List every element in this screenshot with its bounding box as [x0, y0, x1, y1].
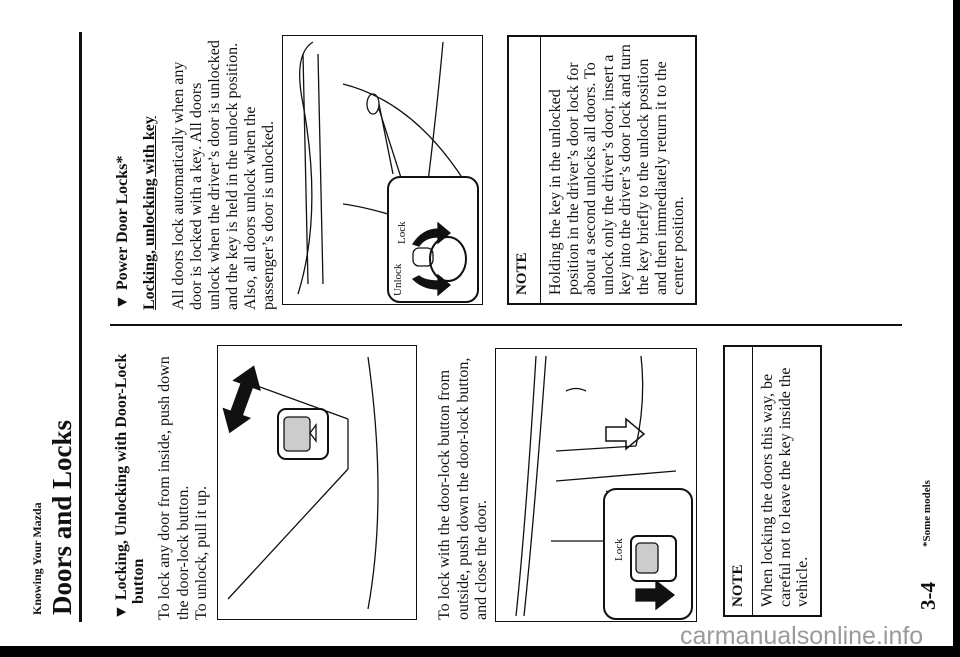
scan-edge-right [953, 0, 960, 657]
unlock-label: Unlock [392, 263, 404, 296]
left-heading: ▼ Locking, Unlocking with Door-Lock butt… [113, 354, 147, 620]
note-box-right: NOTE Holding the key in the unlocked pos… [507, 35, 697, 305]
figure-outside-door-lock: Lock [495, 348, 697, 622]
door-lock-button-icon [277, 408, 329, 460]
note-line: When locking the doors this way, be [759, 373, 776, 607]
page-title: Doors and Locks [47, 419, 77, 615]
note-body: Holding the key in the unlocked position… [541, 37, 694, 303]
body-line: door is locked with a key. All doors [188, 82, 205, 310]
body-line: All doors lock automatically when any [170, 61, 187, 310]
body-line: To lock with the door-lock button from [436, 369, 453, 620]
body-line: and close the door. [473, 500, 490, 620]
section-label: Knowing Your Mazda [30, 502, 44, 615]
body-line: To unlock, pull it up. [193, 486, 210, 620]
heading-line: button [130, 558, 147, 604]
right-heading: ▼ Power Door Locks* [114, 155, 131, 310]
note-line: key into the driver’s door lock and turn [617, 44, 635, 295]
body-line: passenger’s door is unlocked. [260, 121, 277, 310]
up-down-arrow-icon [222, 365, 261, 434]
note-line: and then immediately return it to the [652, 61, 670, 295]
lock-label: Lock [396, 221, 408, 244]
note-line: position in the driver’s door lock for [564, 62, 582, 295]
note-line: unlock only the driver’s door, insert a [599, 54, 617, 295]
figure-inside-door-lock [217, 345, 417, 620]
note-line: Holding the key in the unlocked [547, 89, 564, 295]
page-number: 3-4 [916, 582, 940, 610]
lock-label: Lock [613, 538, 625, 561]
footnote: *Some models [921, 480, 933, 547]
key-icon [412, 236, 467, 282]
left-body-2: To lock with the door-lock button from o… [436, 358, 492, 620]
right-body: All doors lock automatically when any do… [170, 40, 278, 310]
note-line: about a second unlocks all doors. To [582, 62, 600, 295]
body-line: unlock when the driver’s door is unlocke… [206, 40, 223, 310]
push-arrow-icon [605, 417, 646, 451]
note-line: center position. [670, 196, 688, 295]
note-label: NOTE [725, 347, 753, 615]
note-line: vehicle. [794, 556, 812, 607]
note-line: the key briefly to the unlock position [634, 58, 652, 295]
push-down-arrow-icon [635, 579, 676, 611]
body-line: and the key is held in the unlock positi… [224, 42, 241, 310]
body-line: Also, all doors unlock when the [242, 106, 259, 310]
column-divider [110, 324, 902, 326]
note-label: NOTE [509, 37, 541, 303]
figure-key-lock: Lock Unlock [282, 35, 483, 305]
title-rule [79, 32, 82, 622]
heading-line: ▼ Locking, Unlocking with Door-Lock [113, 353, 130, 620]
note-body: When locking the doors this way, be care… [753, 347, 818, 615]
watermark: carmanualsonline.info [680, 622, 924, 650]
left-body: To lock any door from inside, push down … [156, 356, 212, 620]
body-line: the door-lock button. [174, 485, 192, 620]
body-line: outside, push down the door-lock button, [454, 357, 472, 620]
body-line: To lock any door from inside, push down [156, 356, 173, 620]
note-line: careful not to leave the key inside the [776, 367, 794, 607]
note-box-left: NOTE When locking the doors this way, be… [723, 345, 822, 617]
right-subheading: Locking, unlocking with key [141, 116, 158, 310]
rotate-arrow-icon [411, 221, 452, 297]
scan-edge-bottom [0, 646, 960, 657]
